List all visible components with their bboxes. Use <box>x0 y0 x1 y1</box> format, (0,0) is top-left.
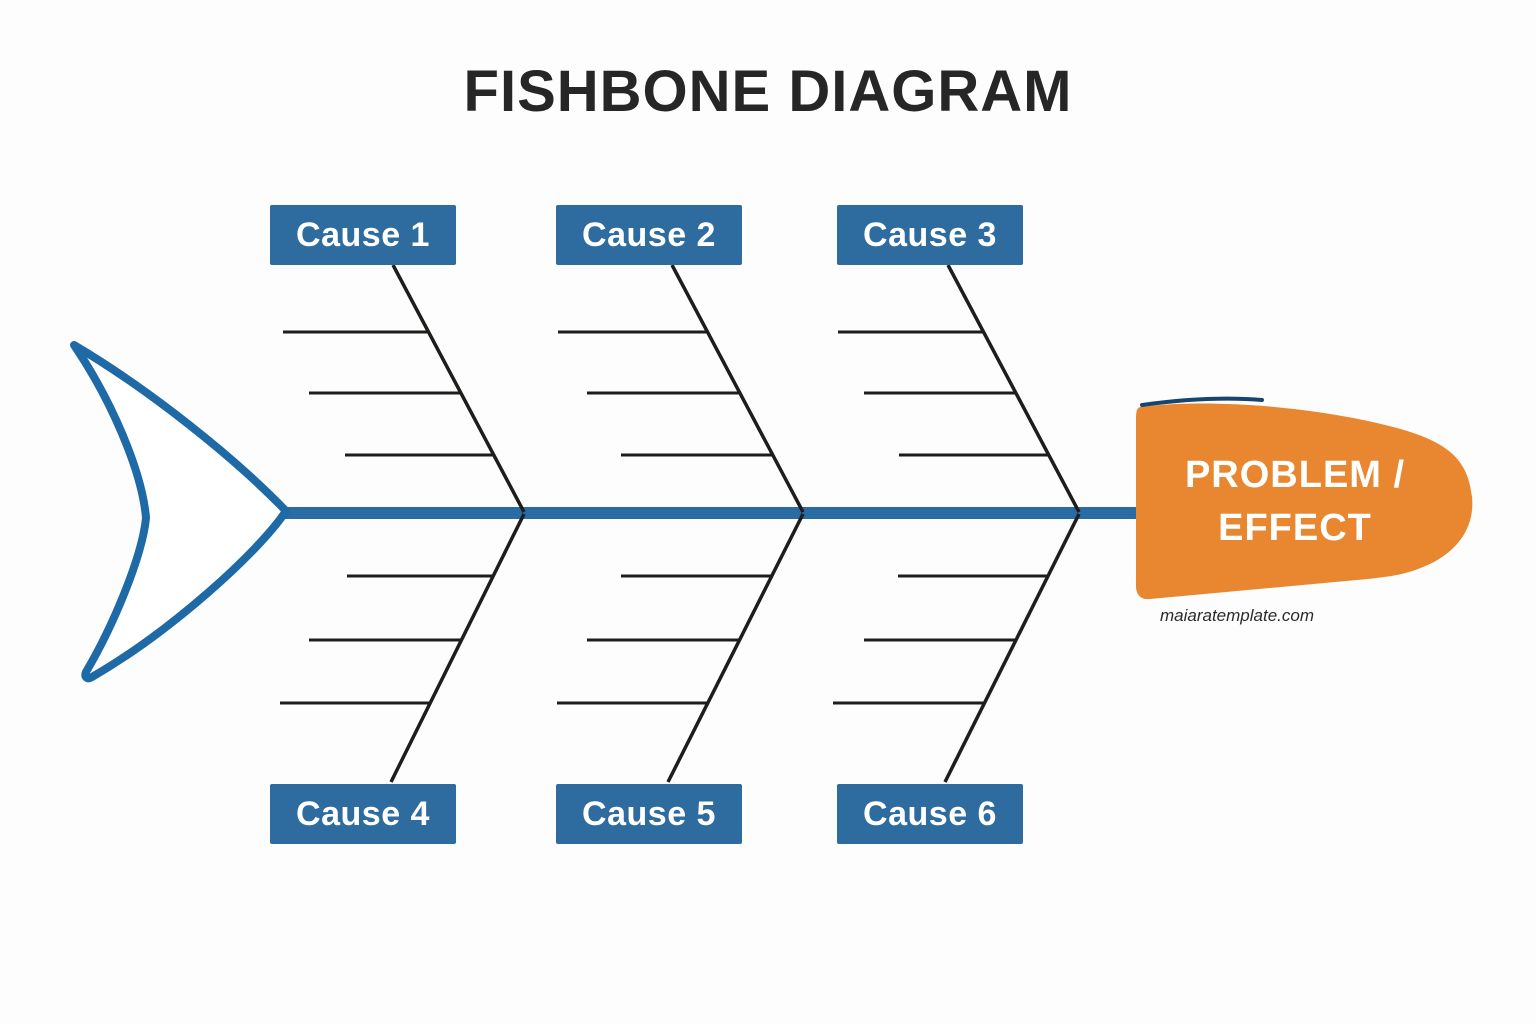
cause-5-branch <box>557 513 805 783</box>
fish-head <box>1136 403 1473 600</box>
cause-1-branch <box>283 264 526 513</box>
cause-box-3: Cause 3 <box>837 205 1023 265</box>
cause-box-1: Cause 1 <box>270 205 456 265</box>
branch-line <box>391 264 526 513</box>
cause-2-branch <box>558 264 805 513</box>
branch-line <box>946 264 1081 513</box>
cause-6-branch <box>833 513 1081 783</box>
branch-line <box>943 513 1081 783</box>
watermark-text: maiaratemplate.com <box>1160 606 1315 625</box>
cause-4-branch <box>280 513 526 783</box>
cause-3-branch <box>838 264 1081 513</box>
fish-head-edge-accent <box>1140 396 1264 407</box>
fish-tail <box>70 341 290 683</box>
cause-box-2: Cause 2 <box>556 205 742 265</box>
problem-effect-label: PROBLEM / EFFECT <box>1184 454 1406 549</box>
branch-line <box>666 513 805 783</box>
branch-line <box>389 513 526 783</box>
cause-box-5: Cause 5 <box>556 784 742 844</box>
cause-box-4: Cause 4 <box>270 784 456 844</box>
branch-line <box>670 264 805 513</box>
cause-box-6: Cause 6 <box>837 784 1023 844</box>
page-title: FISHBONE DIAGRAM <box>463 59 1073 124</box>
